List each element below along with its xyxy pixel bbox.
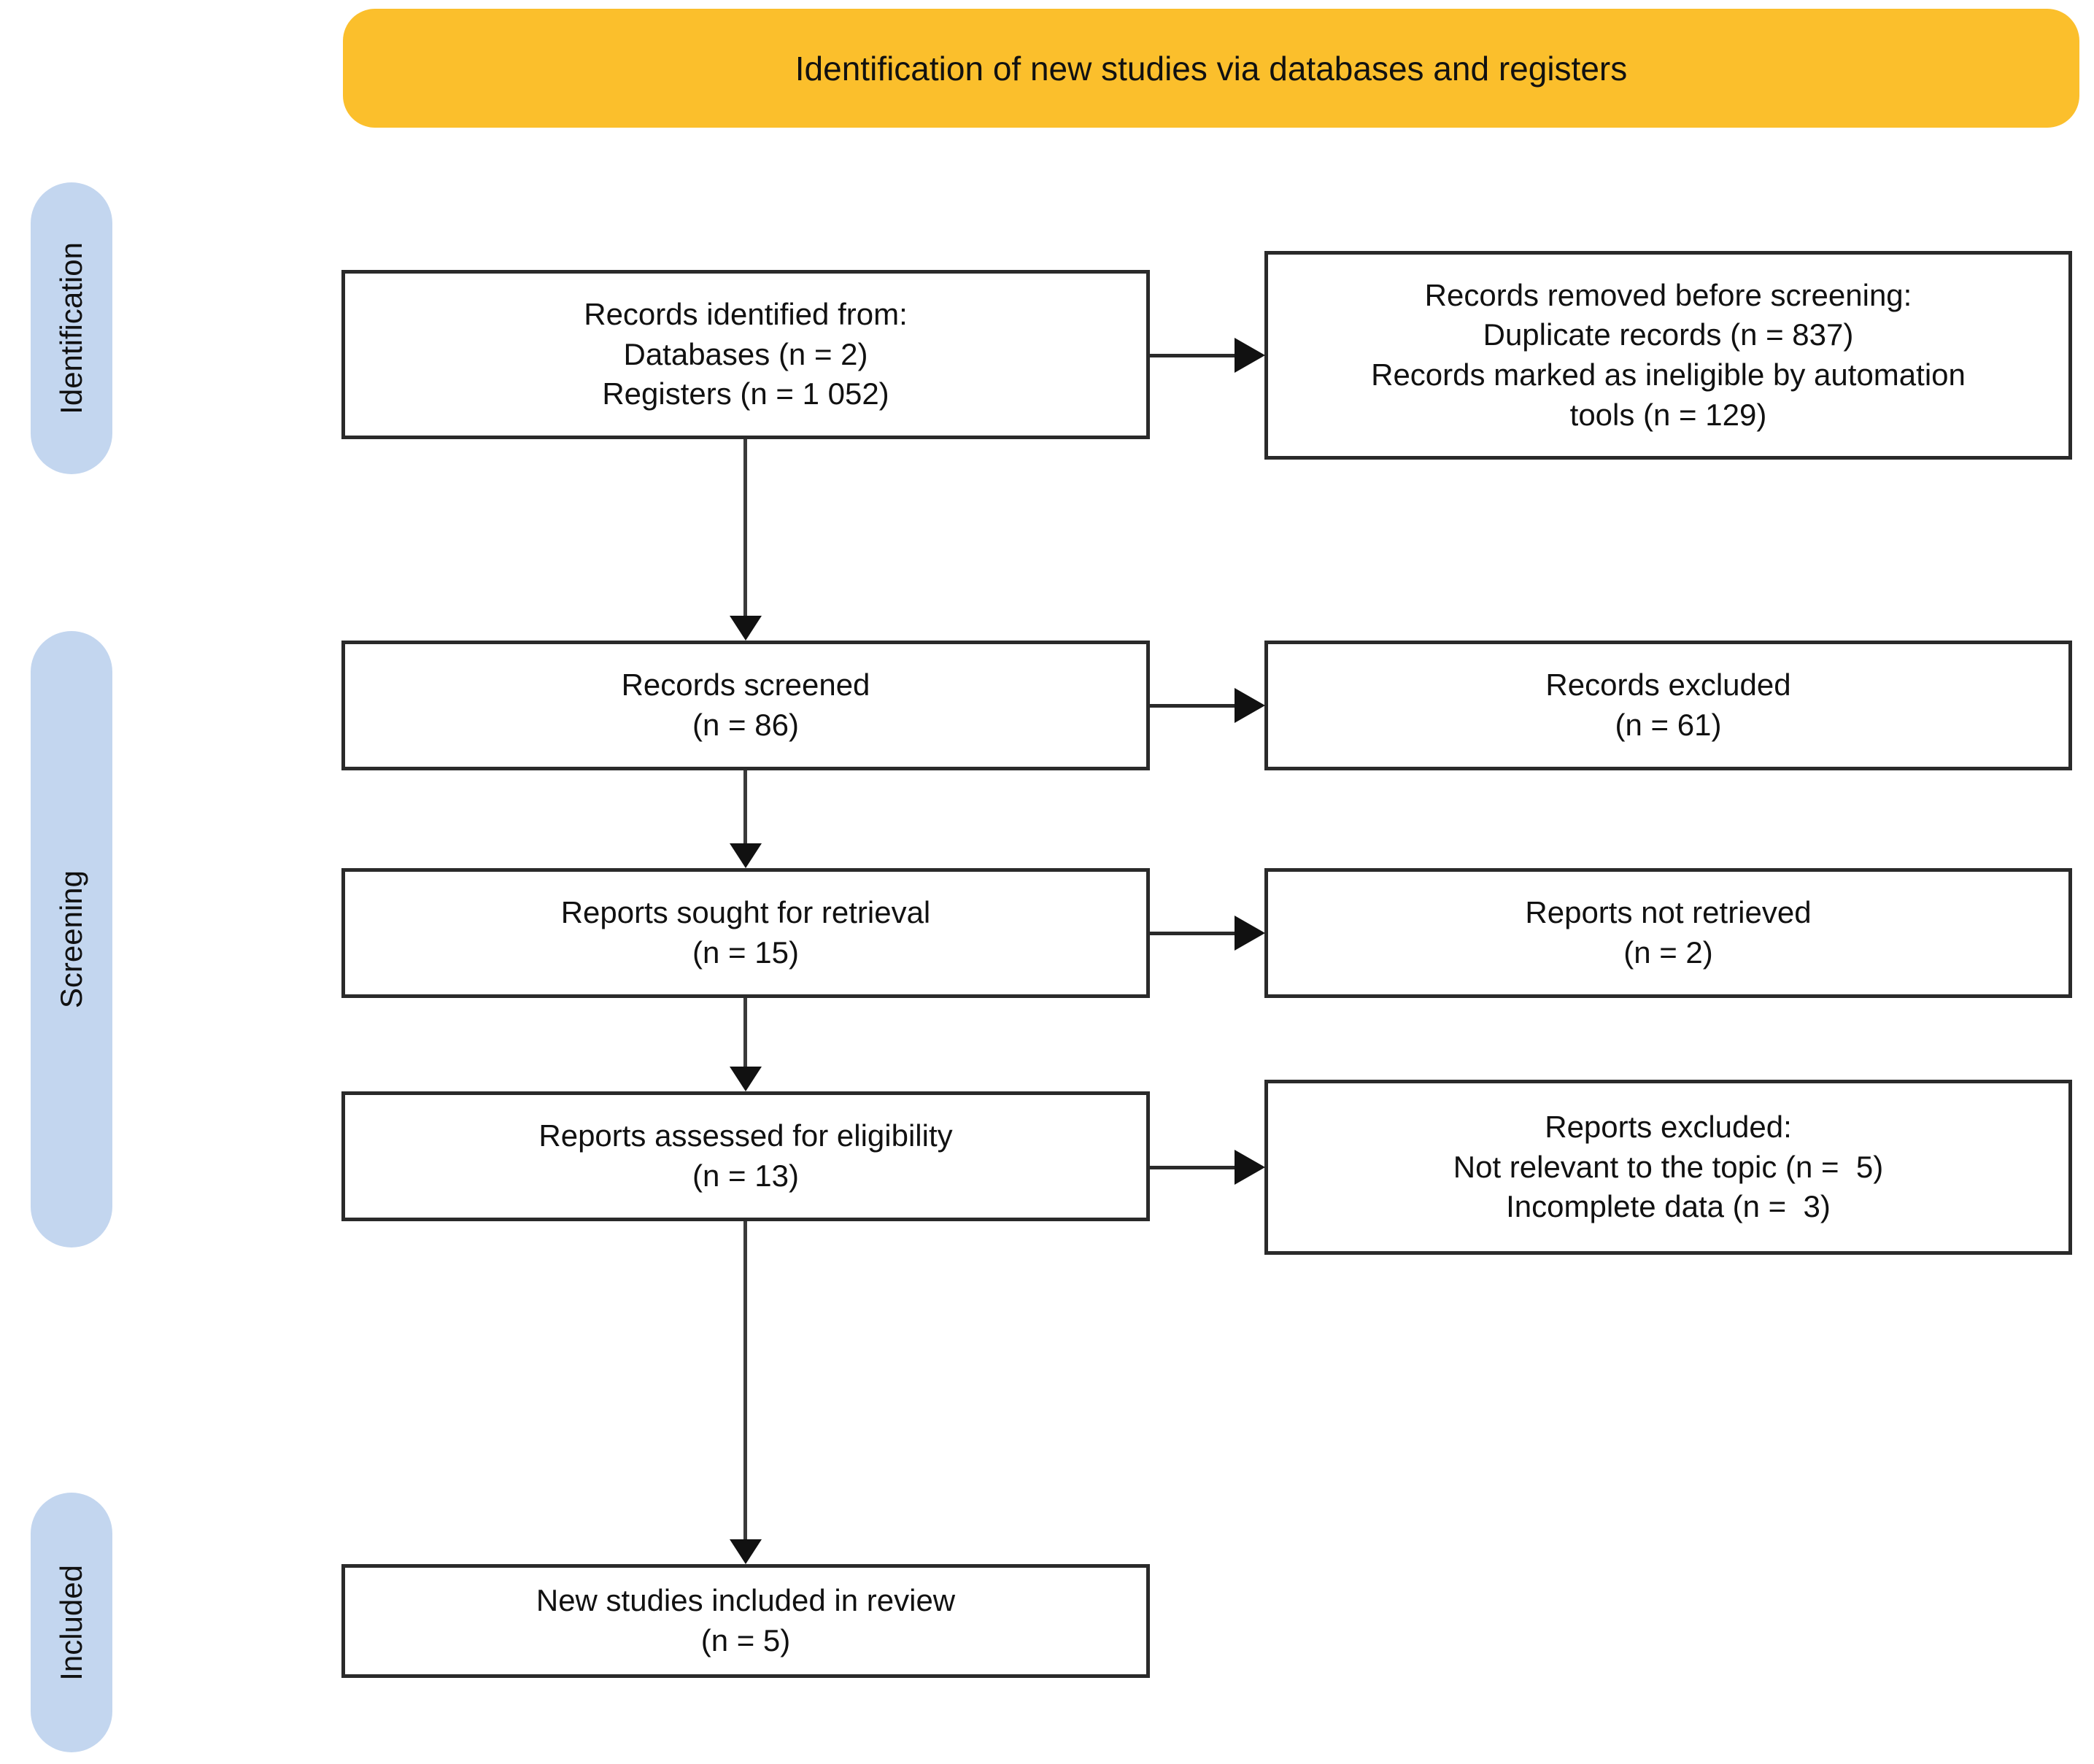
header-banner: Identification of new studies via databa… (343, 9, 2079, 128)
connector-identified-to-screened (743, 439, 747, 616)
arrowhead-down-icon (730, 1539, 762, 1564)
stage-label-screening-text: Screening (54, 870, 88, 1009)
connector-screened-to-sought (743, 770, 747, 843)
box-line: Reports not retrieved (1525, 895, 1812, 930)
box-reports-assessed: Reports assessed for eligibility (n = 13… (341, 1091, 1150, 1221)
box-line: (n = 5) (700, 1623, 791, 1657)
box-line: Registers (n = 1 052) (602, 376, 889, 411)
connector-identified-to-removed (1150, 354, 1239, 357)
arrowhead-down-icon (730, 843, 762, 868)
box-line: (n = 61) (1615, 708, 1722, 742)
arrowhead-right-icon (1235, 688, 1265, 723)
box-line: Reports assessed for eligibility (538, 1118, 953, 1153)
connector-sought-to-assessed (743, 998, 747, 1067)
box-line: Duplicate records (n = 837) (1483, 317, 1854, 352)
box-line: Reports sought for retrieval (560, 895, 931, 930)
stage-label-identification-text: Identification (54, 242, 88, 414)
box-line: Not relevant to the topic (n = 5) (1453, 1149, 1884, 1184)
stage-label-identification: Identification (31, 182, 112, 474)
box-line: Records excluded (1545, 668, 1791, 703)
connector-screened-to-excluded (1150, 704, 1239, 708)
box-line: New studies included in review (536, 1583, 956, 1618)
box-line: Records marked as ineligible by automati… (1371, 357, 1966, 392)
connector-sought-to-not-retrieved (1150, 932, 1239, 935)
box-new-studies-included: New studies included in review (n = 5) (341, 1564, 1150, 1678)
box-reports-excluded: Reports excluded: Not relevant to the to… (1264, 1080, 2072, 1255)
arrowhead-right-icon (1235, 916, 1265, 951)
arrowhead-right-icon (1235, 1150, 1265, 1185)
box-line: Records removed before screening: (1424, 277, 1912, 312)
box-records-screened: Records screened (n = 86) (341, 641, 1150, 770)
stage-label-included: Included (31, 1493, 112, 1752)
box-line: Records identified from: (584, 297, 908, 332)
box-records-excluded: Records excluded (n = 61) (1264, 641, 2072, 770)
box-line: (n = 15) (692, 935, 799, 970)
box-records-removed: Records removed before screening: Duplic… (1264, 251, 2072, 460)
box-reports-sought: Reports sought for retrieval (n = 15) (341, 868, 1150, 998)
box-line: tools (n = 129) (1569, 397, 1767, 432)
connector-assessed-to-included (743, 1221, 747, 1539)
box-line: Databases (n = 2) (623, 336, 868, 371)
box-line: (n = 2) (1623, 935, 1713, 970)
box-records-identified: Records identified from: Databases (n = … (341, 270, 1150, 439)
box-line: (n = 13) (692, 1158, 799, 1193)
arrowhead-down-icon (730, 1067, 762, 1091)
page-title: Identification of new studies via databa… (795, 49, 1628, 88)
stage-label-screening: Screening (31, 631, 112, 1247)
box-line: Incomplete data (n = 3) (1506, 1189, 1831, 1224)
stage-label-included-text: Included (54, 1564, 88, 1681)
arrowhead-right-icon (1235, 338, 1265, 373)
box-line: (n = 86) (692, 708, 799, 742)
box-reports-not-retrieved: Reports not retrieved (n = 2) (1264, 868, 2072, 998)
box-line: Records screened (621, 668, 870, 703)
box-line: Reports excluded: (1545, 1110, 1792, 1145)
connector-assessed-to-reports-excluded (1150, 1166, 1239, 1169)
arrowhead-down-icon (730, 616, 762, 641)
